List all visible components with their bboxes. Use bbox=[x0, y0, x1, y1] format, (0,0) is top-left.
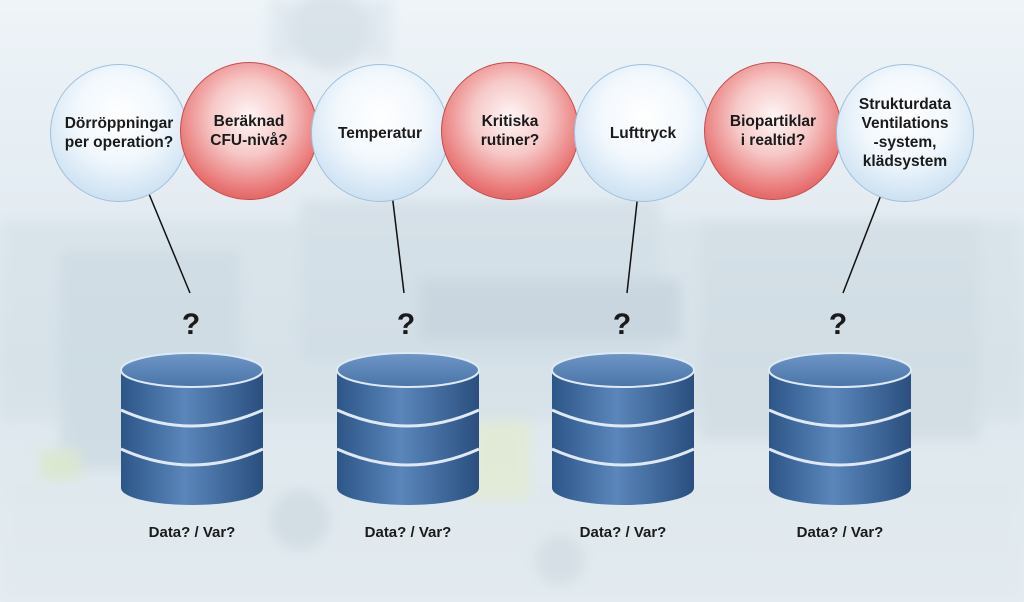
question-mark: ? bbox=[612, 308, 632, 341]
bubble-structure-data: Strukturdata Ventilations -system, kläds… bbox=[836, 64, 974, 202]
database-caption: Data? / Var? bbox=[364, 524, 452, 541]
bubble-cfu-level: Beräknad CFU-nivå? bbox=[180, 62, 318, 200]
question-mark: ? bbox=[828, 308, 848, 341]
bubble-door-openings: Dörröppningar per operation? bbox=[50, 64, 188, 202]
database-icon bbox=[768, 352, 912, 505]
bubble-bioparticles: Biopartiklar i realtid? bbox=[704, 62, 842, 200]
connector-line bbox=[141, 176, 191, 294]
database-icon bbox=[551, 352, 695, 505]
bubble-temperature: Temperatur bbox=[311, 64, 449, 202]
database-caption: Data? / Var? bbox=[148, 524, 236, 541]
question-mark: ? bbox=[181, 308, 201, 341]
database-icon bbox=[120, 352, 264, 505]
database-icon bbox=[336, 352, 480, 505]
bubble-critical-routines: Kritiska rutiner? bbox=[441, 62, 579, 200]
database-caption: Data? / Var? bbox=[579, 524, 667, 541]
bubble-air-pressure: Lufttryck bbox=[574, 64, 712, 202]
question-mark: ? bbox=[396, 308, 416, 341]
database-caption: Data? / Var? bbox=[796, 524, 884, 541]
